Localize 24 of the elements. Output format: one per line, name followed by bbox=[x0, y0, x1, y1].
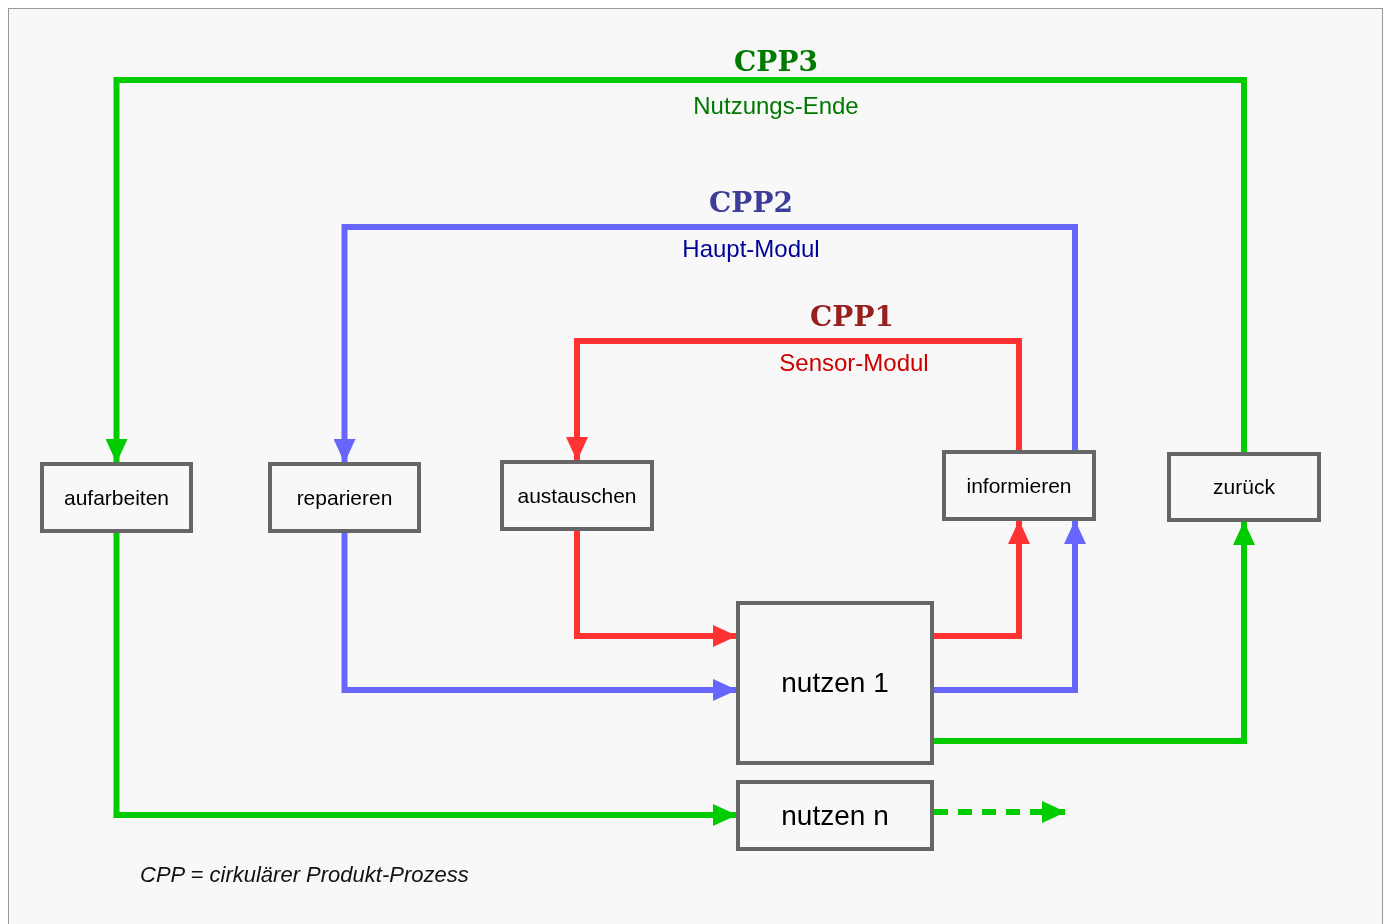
process-box: informieren bbox=[942, 450, 1096, 521]
arrow bbox=[566, 338, 1022, 461]
process-box: nutzen 1 bbox=[736, 601, 934, 765]
loop-label: Haupt-Modul bbox=[682, 234, 820, 264]
edge-label: CPP2 bbox=[709, 185, 793, 221]
footnote: CPP = cirkulärer Produkt-Prozess bbox=[140, 860, 469, 889]
edge-label: CPP3 bbox=[734, 44, 818, 80]
loop-label: Nutzungs-Ende bbox=[693, 91, 859, 121]
arrow bbox=[113, 533, 737, 826]
edge-label: CPP1 bbox=[810, 299, 894, 335]
process-box: nutzen n bbox=[736, 780, 934, 851]
arrow bbox=[341, 533, 737, 701]
arrow bbox=[934, 520, 1086, 693]
process-box: aufarbeiten bbox=[40, 462, 193, 533]
arrow bbox=[934, 521, 1255, 744]
arrow bbox=[333, 224, 1078, 463]
arrow bbox=[574, 531, 737, 647]
process-box: zurück bbox=[1167, 452, 1321, 522]
loop-label: Sensor-Modul bbox=[779, 348, 929, 378]
arrow bbox=[934, 520, 1030, 639]
process-box: reparieren bbox=[268, 462, 421, 533]
process-box: austauschen bbox=[500, 460, 654, 531]
arrow bbox=[934, 801, 1066, 823]
arrow bbox=[105, 77, 1247, 463]
